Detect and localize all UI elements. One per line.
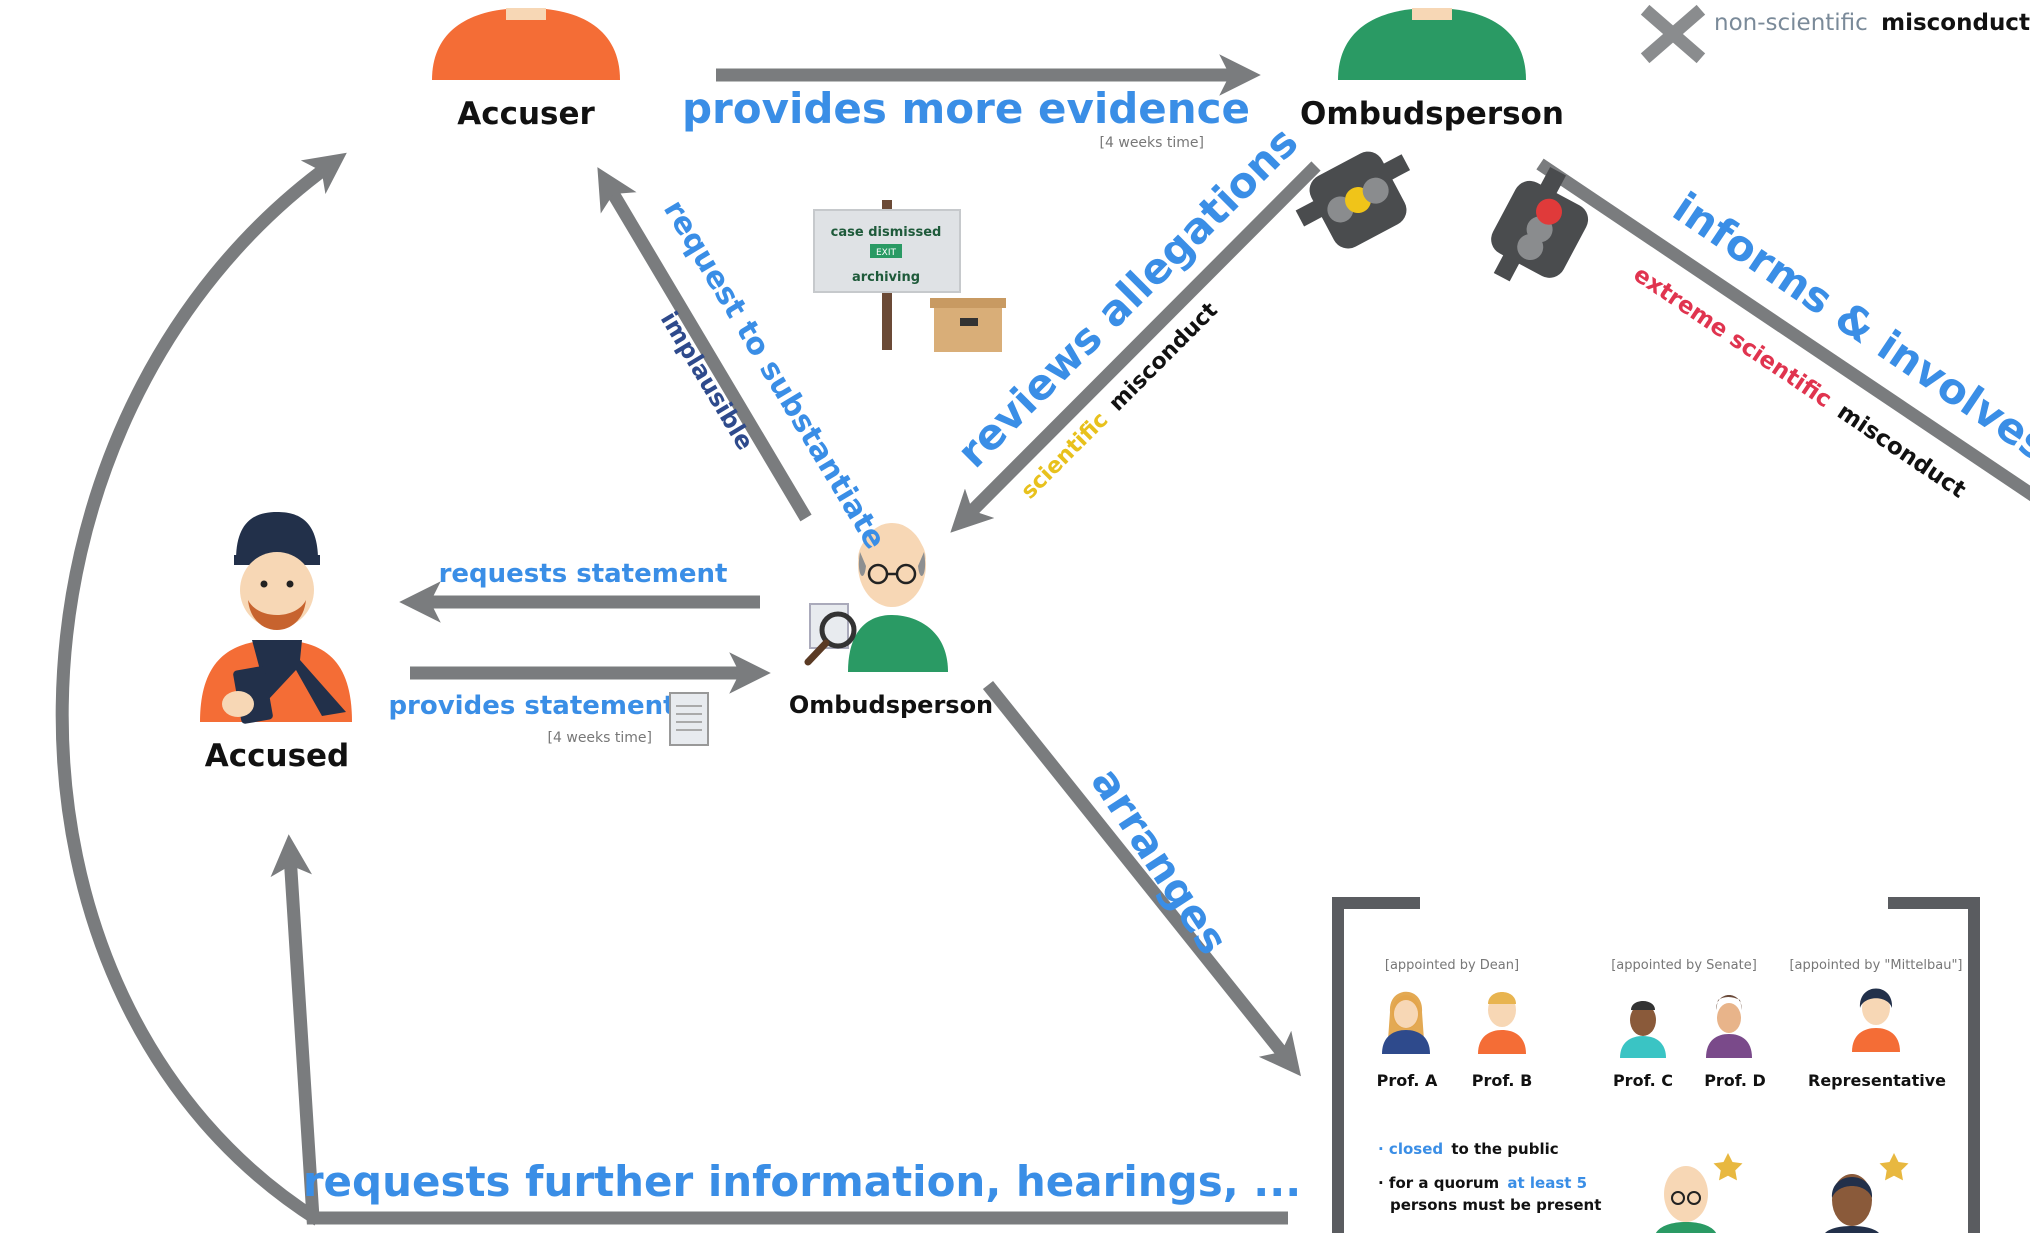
sign-case-dismissed: case dismissed [831, 225, 942, 240]
avatar-prof-b [1478, 992, 1526, 1054]
accuser-icon [432, 8, 620, 80]
arrow-request-to-substantiate [597, 167, 812, 522]
arrow-arranges [982, 680, 1301, 1077]
label-requests-statement: requests statement [439, 559, 728, 589]
committee-box: [appointed by Dean] [appointed by Senate… [1332, 897, 1980, 1233]
ombudsperson-mid-figure [804, 523, 948, 672]
label-requests-further: requests further information, hearings, … [303, 1157, 1301, 1206]
sign-exit: EXIT [876, 248, 897, 258]
member-name-d: Prof. D [1704, 1071, 1766, 1090]
magnifier-icon [819, 611, 857, 649]
star-icon [1713, 1153, 1743, 1181]
label-arranges: arranges [1082, 759, 1238, 963]
ombudsperson-top-label: Ombudsperson [1300, 96, 1564, 132]
appointed-by-dean: [appointed by Dean] [1385, 958, 1519, 973]
label-four-weeks-b: [4 weeks time] [548, 730, 652, 746]
arrow-reviews-allegations [950, 161, 1321, 533]
accused-beanie-icon [236, 512, 318, 560]
member-name-a: Prof. A [1377, 1071, 1438, 1090]
archive-box-icon [934, 304, 1002, 352]
label-provides-more-evidence: provides more evidence [682, 84, 1250, 133]
arrow-loop-to-accuser [55, 152, 347, 1226]
label-four-weeks-a: [4 weeks time] [1100, 135, 1204, 151]
star-icon-2 [1879, 1153, 1909, 1181]
traffic-light-yellow-icon [1295, 151, 1411, 249]
member-name-representative: Representative [1808, 1071, 1946, 1090]
member-name-b: Prof. B [1472, 1071, 1533, 1090]
arrows [55, 54, 2030, 1226]
ombudsperson-icon [1338, 8, 1526, 80]
appointed-by-senate: [appointed by Senate] [1611, 958, 1757, 973]
avatar-deputy [1825, 1174, 1879, 1233]
accused-figure [200, 512, 352, 724]
arrow-informs-involves [1536, 158, 2030, 502]
bullet-quorum: · for a quorum at least 5 [1378, 1174, 1587, 1192]
appointed-by-mittelbau: [appointed by "Mittelbau"] [1789, 958, 1962, 973]
label-provides-statement: provides statement [388, 691, 675, 721]
accused-label: Accused [205, 738, 349, 774]
member-name-c: Prof. C [1613, 1071, 1673, 1090]
accuser-figure [432, 8, 620, 80]
x-icon [1640, 4, 1706, 64]
document-icon [669, 692, 709, 746]
sign-archiving: archiving [852, 270, 920, 285]
avatar-representative [1852, 988, 1900, 1052]
bullet-closed: · closed to the public [1378, 1140, 1559, 1158]
traffic-light-red-icon [1491, 167, 1589, 282]
avatar-prof-a [1382, 991, 1430, 1054]
avatar-chair [1656, 1166, 1716, 1233]
label-reviews-allegations: reviews allegations [947, 117, 1307, 477]
ombudsperson-top-figure [1338, 8, 1526, 80]
legend-nonscientific: non-scientific misconduct [1714, 10, 2030, 36]
case-dismissed-sign: case dismissed EXIT archiving [813, 200, 1006, 352]
avatar-prof-c [1620, 1001, 1666, 1058]
avatar-prof-d [1706, 995, 1752, 1058]
bullet-quorum-line2: persons must be present [1390, 1196, 1601, 1214]
ombudsperson-mid-label: Ombudsperson [789, 691, 993, 719]
accuser-label: Accuser [457, 96, 595, 132]
